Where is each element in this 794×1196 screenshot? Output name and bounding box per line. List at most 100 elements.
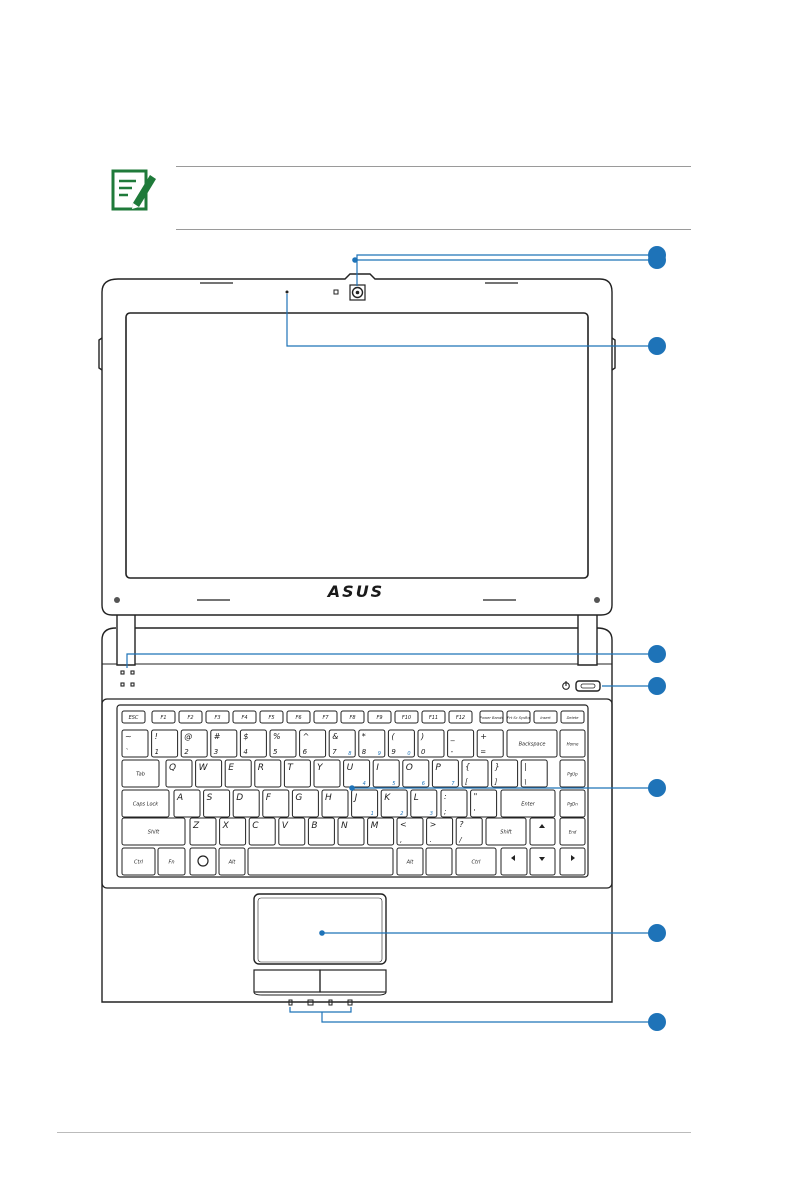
key-menu[interactable] [425, 847, 453, 876]
key-a-2[interactable]: D [232, 789, 260, 818]
key-pgdn[interactable]: PgDn [559, 789, 586, 818]
key-q-8[interactable]: O6 [402, 759, 430, 788]
key-q-extra-2[interactable]: |\ [520, 759, 548, 788]
key-f-11[interactable]: F11 [421, 710, 446, 724]
key-z-0[interactable]: Z [189, 817, 217, 846]
key-label: End [569, 830, 577, 835]
key-f-10[interactable]: F10 [394, 710, 419, 724]
key-a-5[interactable]: H [321, 789, 349, 818]
key-z-2[interactable]: C [248, 817, 276, 846]
key-label: Ctrl [134, 860, 144, 866]
key-z-3[interactable]: V [278, 817, 306, 846]
key-fn[interactable]: Fn [157, 847, 186, 876]
key-arrow-up[interactable] [529, 817, 556, 846]
footer-rule [57, 1132, 691, 1133]
key-z-extra-1[interactable]: >. [426, 817, 454, 846]
key-alt-left[interactable]: Alt [218, 847, 246, 876]
key-home[interactable]: Home [559, 729, 586, 758]
key-f-2[interactable]: F2 [178, 710, 203, 724]
key-q-0[interactable]: Q [165, 759, 193, 788]
key-a-extra-1[interactable]: "' [470, 789, 498, 818]
key-a-3[interactable]: F [262, 789, 290, 818]
key-f-1[interactable]: F1 [151, 710, 176, 724]
key-z-6[interactable]: M [367, 817, 395, 846]
key-f-9[interactable]: F9 [367, 710, 392, 724]
key-ctrl-left[interactable]: Ctrl [121, 847, 156, 876]
key-q-2[interactable]: E [224, 759, 252, 788]
key-arrow-down[interactable] [529, 847, 556, 876]
key-ctrl-right[interactable]: Ctrl [455, 847, 497, 876]
key-f-13[interactable]: Power Bands [479, 710, 504, 724]
key-num-10[interactable]: )0 [417, 729, 445, 758]
key-num-3[interactable]: #3 [210, 729, 238, 758]
key-windows[interactable] [189, 847, 217, 876]
key-f-6[interactable]: F6 [286, 710, 311, 724]
key-z-4[interactable]: B [307, 817, 335, 846]
key-f-3[interactable]: F3 [205, 710, 230, 724]
key-q-7[interactable]: I5 [372, 759, 400, 788]
key-label: ESC [129, 715, 139, 721]
key-z-extra-2[interactable]: ?/ [455, 817, 483, 846]
key-a-1[interactable]: S [203, 789, 231, 818]
key-f-14[interactable]: Prt Sc SysRq [506, 710, 531, 724]
key-q-1[interactable]: W [195, 759, 223, 788]
key-a-4[interactable]: G [291, 789, 319, 818]
key-a-8[interactable]: L3 [410, 789, 438, 818]
key-f-16[interactable]: Delete [560, 710, 585, 724]
key-label: 1 [371, 811, 374, 817]
key-q-extra-1[interactable]: }] [491, 759, 519, 788]
key-alt-right[interactable]: Alt [396, 847, 424, 876]
touchpad-right-button[interactable] [319, 969, 387, 993]
key-a-6[interactable]: J1 [351, 789, 379, 818]
key-q-extra-0[interactable]: {[ [461, 759, 489, 788]
bottom-status-indicators [288, 999, 353, 1006]
key-f-7[interactable]: F7 [313, 710, 338, 724]
key-f-0[interactable]: ESC [121, 710, 146, 724]
key-backspace[interactable]: Backspace [506, 729, 558, 758]
key-f-15[interactable]: Insert [533, 710, 558, 724]
key-q-4[interactable]: T [283, 759, 311, 788]
key-a-0[interactable]: A [173, 789, 201, 818]
key-shift-left[interactable]: Shift [121, 817, 186, 846]
key-q-6[interactable]: U4 [343, 759, 371, 788]
key-shift-right[interactable]: Shift [485, 817, 527, 846]
key-enter[interactable]: Enter [500, 789, 556, 818]
key-q-9[interactable]: P7 [431, 759, 459, 788]
key-num-0[interactable]: ~` [121, 729, 149, 758]
key-z-extra-0[interactable]: <, [396, 817, 424, 846]
key-pgup[interactable]: PgUp [559, 759, 586, 788]
key-q-5[interactable]: Y [313, 759, 341, 788]
key-f-4[interactable]: F4 [232, 710, 257, 724]
lid-screw-left [114, 597, 120, 603]
key-num-6[interactable]: ^6 [299, 729, 327, 758]
key-caps[interactable]: Caps Lock [121, 789, 170, 818]
key-num-1[interactable]: !1 [151, 729, 179, 758]
key-num-5[interactable]: %5 [269, 729, 297, 758]
key-z-1[interactable]: X [219, 817, 247, 846]
key-num-2[interactable]: @2 [180, 729, 208, 758]
touchpad-left-button[interactable] [253, 969, 321, 993]
power-switch[interactable] [562, 680, 601, 692]
key-end[interactable]: End [559, 817, 586, 846]
key-num-4[interactable]: $4 [239, 729, 267, 758]
touchpad[interactable] [253, 893, 387, 965]
key-tab[interactable]: Tab [121, 759, 160, 788]
camera-indicator [333, 289, 339, 295]
key-a-extra-0[interactable]: :; [440, 789, 468, 818]
key-space[interactable] [247, 847, 394, 876]
key-f-8[interactable]: F8 [340, 710, 365, 724]
key-q-3[interactable]: R [254, 759, 282, 788]
key-arrow-left[interactable] [500, 847, 528, 876]
key-f-5[interactable]: F5 [259, 710, 284, 724]
key-a-7[interactable]: K2 [380, 789, 408, 818]
key-z-5[interactable]: N [337, 817, 365, 846]
key-num-12[interactable]: += [476, 729, 504, 758]
key-arrow-right[interactable] [559, 847, 586, 876]
key-f-12[interactable]: F12 [448, 710, 473, 724]
key-num-11[interactable]: _- [447, 729, 475, 758]
